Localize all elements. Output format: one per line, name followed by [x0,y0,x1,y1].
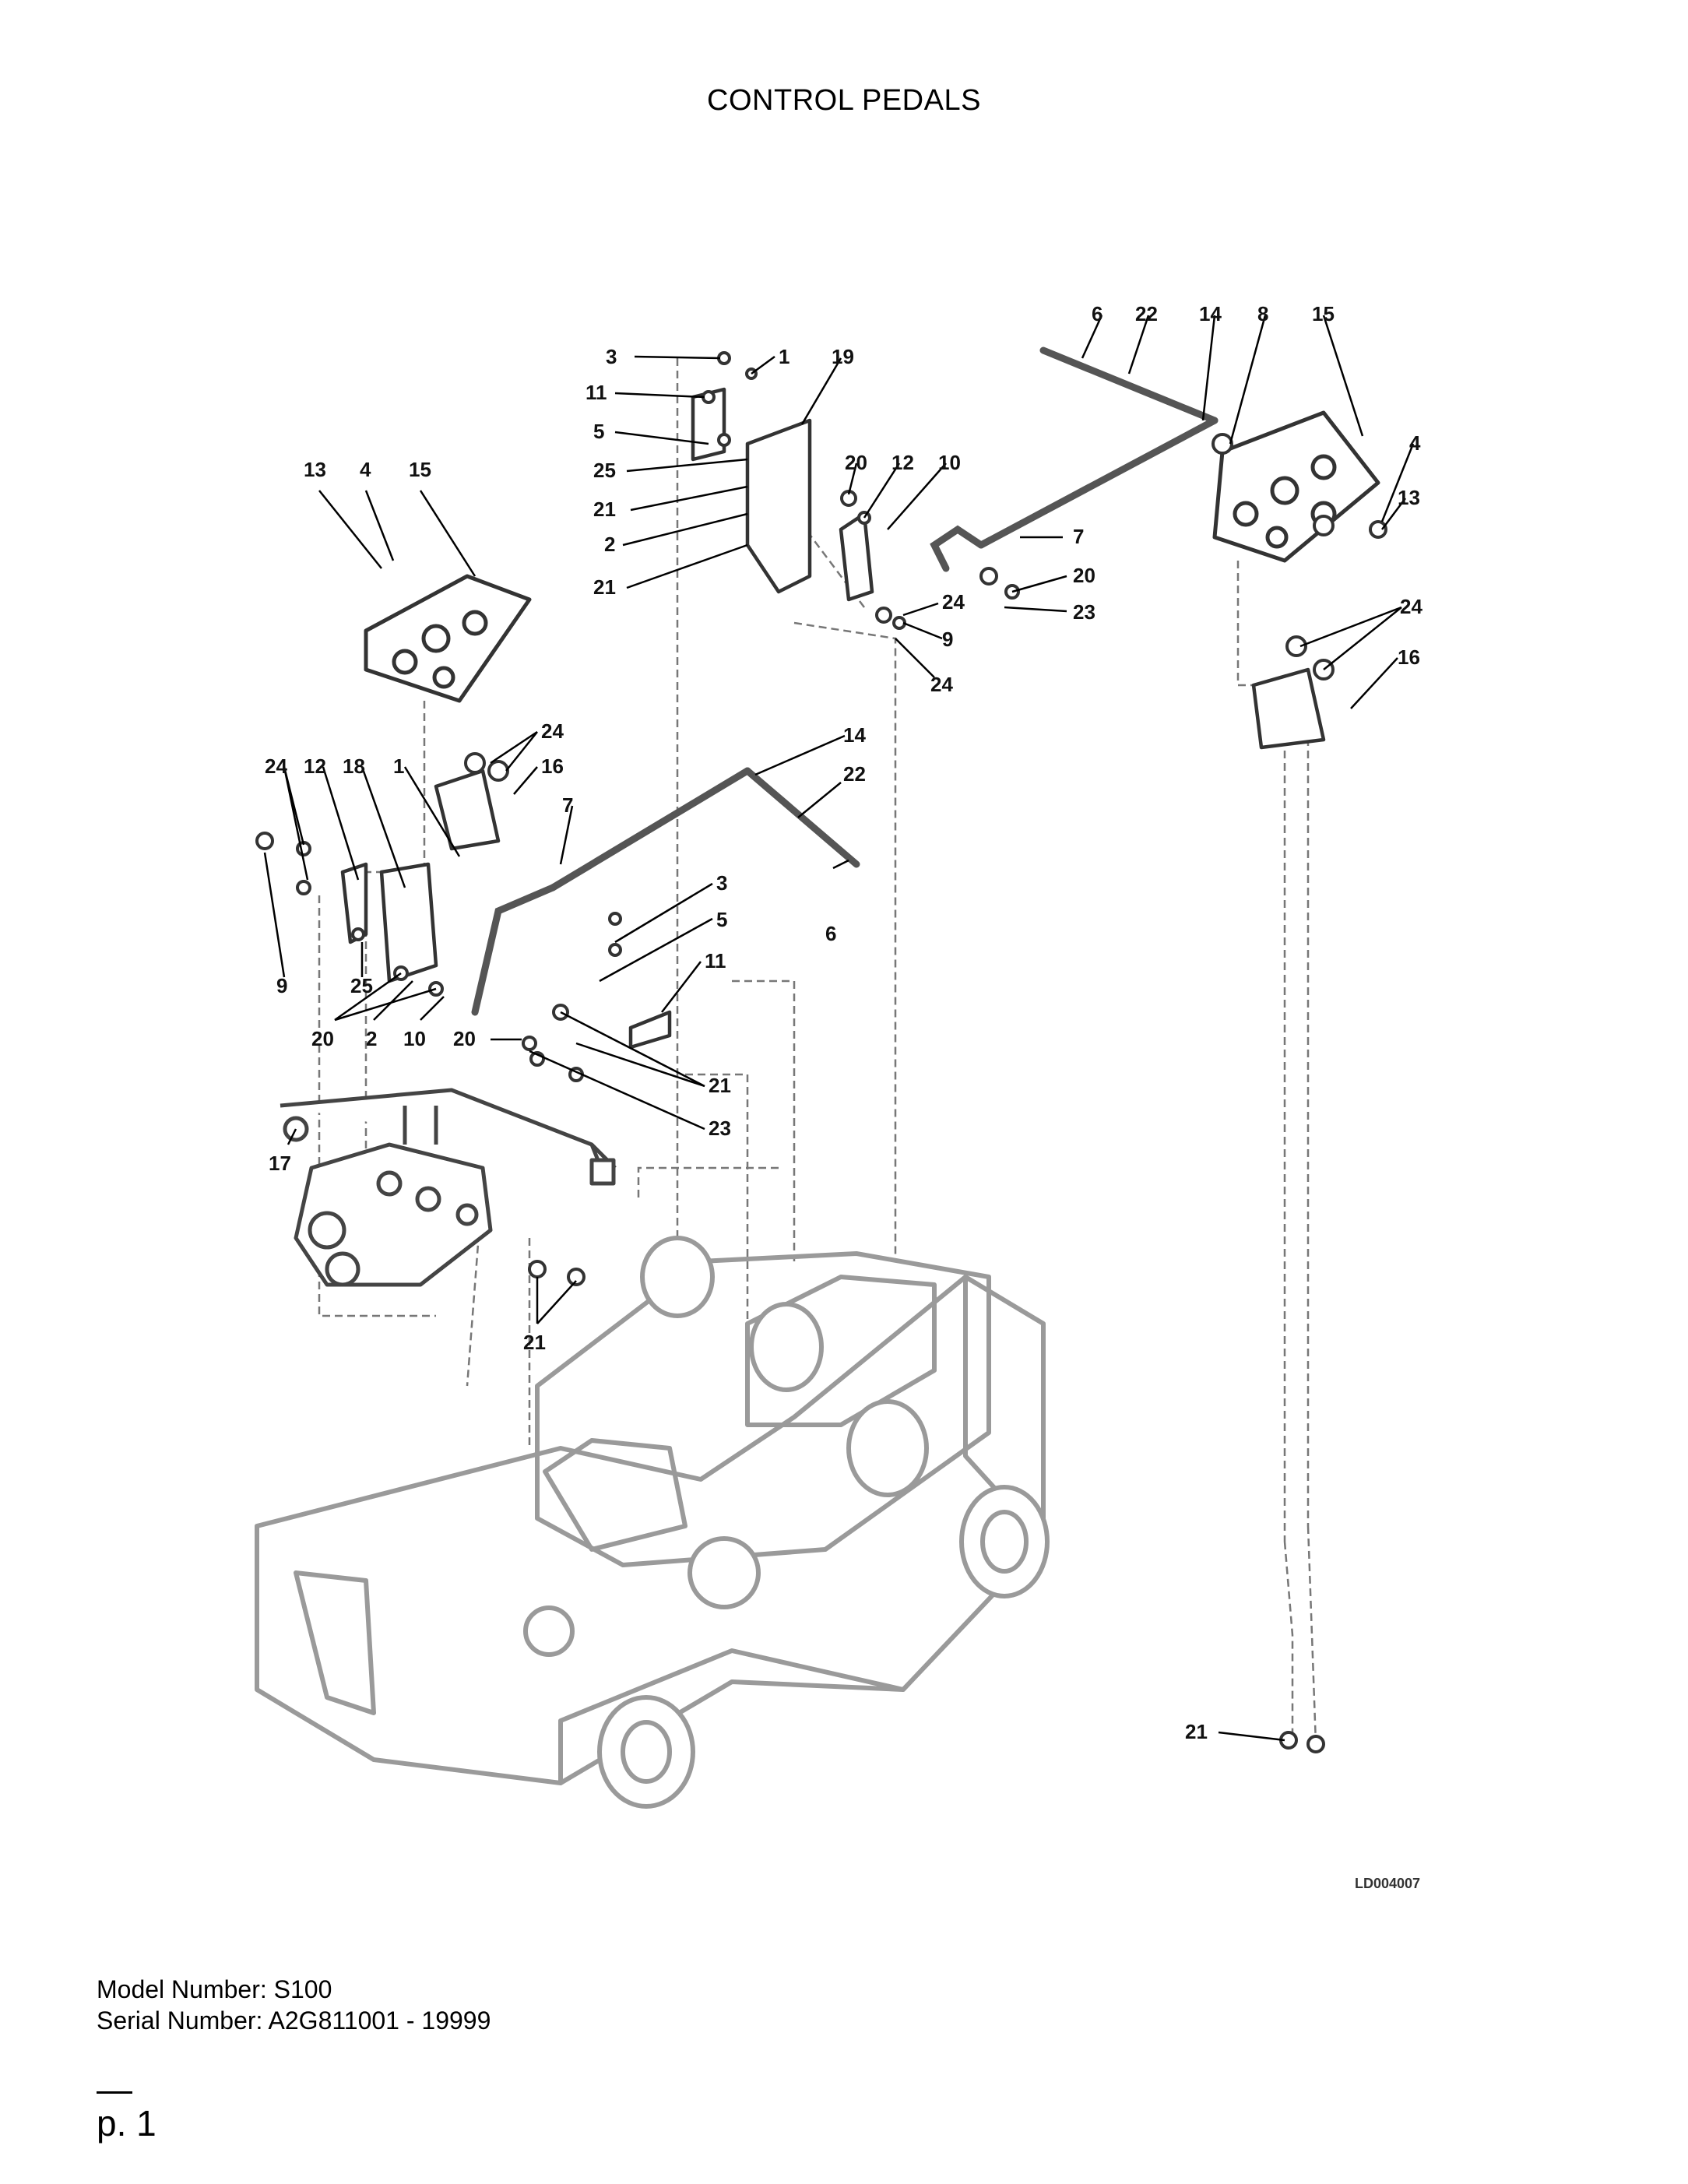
control-valve [280,1088,617,1287]
callout: 15 [409,458,431,481]
callout: 4 [1409,431,1421,455]
callout: 24 [265,754,287,778]
page-number: p. 1 [97,2103,156,2144]
callout: 9 [276,974,287,997]
model-number-label: Model Number: [97,1975,267,2003]
left-pedal [364,574,532,703]
callout: 20 [453,1027,476,1050]
callout: 21 [593,498,616,521]
callout: 15 [1312,302,1335,325]
callout: 5 [593,420,604,443]
callout: 21 [593,575,616,599]
serial-number-value: A2G811001 - 19999 [268,2006,491,2035]
fasteners [255,351,1387,1753]
callout: 13 [1398,486,1420,509]
page-title: CONTROL PEDALS [707,84,981,117]
callout: 25 [350,974,373,997]
callout: 23 [1073,600,1095,624]
callout: 17 [269,1152,291,1175]
serial-number-label: Serial Number: [97,2006,263,2035]
callout: 16 [541,754,564,778]
callout: 3 [716,871,727,895]
callout: 12 [891,451,914,474]
callout: 7 [1073,525,1084,548]
callout: 20 [845,451,867,474]
callout-labels: 3 1 19 11 5 25 21 2 21 20 12 10 7 20 24 … [265,302,1422,1743]
callout: 13 [304,458,326,481]
callout: 11 [586,381,607,404]
right-pedal [1212,410,1380,563]
callout: 4 [360,458,371,481]
callout: 14 [843,723,866,747]
callout: 7 [562,793,573,817]
frame-bearings [523,1236,1050,1809]
callout: 12 [304,754,326,778]
callout: 25 [593,459,616,482]
callout: 21 [1185,1720,1208,1743]
rear-pedal-shaft [930,346,1219,572]
callout: 5 [716,908,727,931]
callout: 24 [1400,595,1422,618]
front-pedal-shaft [471,767,860,1016]
callout: 6 [1092,302,1102,325]
callout: 22 [1135,302,1158,325]
callout: 14 [1199,302,1222,325]
pedal-brackets [340,387,1326,1050]
callout: 24 [942,590,965,614]
callout: 3 [606,345,617,368]
callout: 21 [709,1074,731,1097]
callout: 24 [541,719,564,743]
callout: 16 [1398,645,1420,669]
callout: 8 [1257,302,1268,325]
page-rule [97,2091,132,2094]
callout: 2 [604,533,615,556]
model-number-line: Model Number: S100 [97,1974,491,2005]
callout: 24 [930,673,953,696]
callout: 10 [938,451,961,474]
callout: 22 [843,762,866,786]
callout: 6 [825,922,836,945]
callout: 10 [403,1027,426,1050]
drawing-reference-code: LD004007 [1355,1876,1420,1891]
model-number-value: S100 [273,1975,332,2003]
callout: 9 [942,628,953,651]
serial-number-line: Serial Number: A2G811001 - 19999 [97,2005,491,2036]
callout: 11 [705,949,726,972]
callout: 23 [709,1117,731,1140]
callout: 20 [1073,564,1095,587]
callout: 20 [311,1027,334,1050]
callout: 1 [779,345,789,368]
callout: 2 [366,1027,377,1050]
leader-lines [263,315,1415,1742]
callout: 19 [832,345,854,368]
callout: 1 [393,754,404,778]
callout: 21 [523,1331,546,1354]
callout: 18 [343,754,365,778]
model-info: Model Number: S100 Serial Number: A2G811… [97,1974,491,2036]
